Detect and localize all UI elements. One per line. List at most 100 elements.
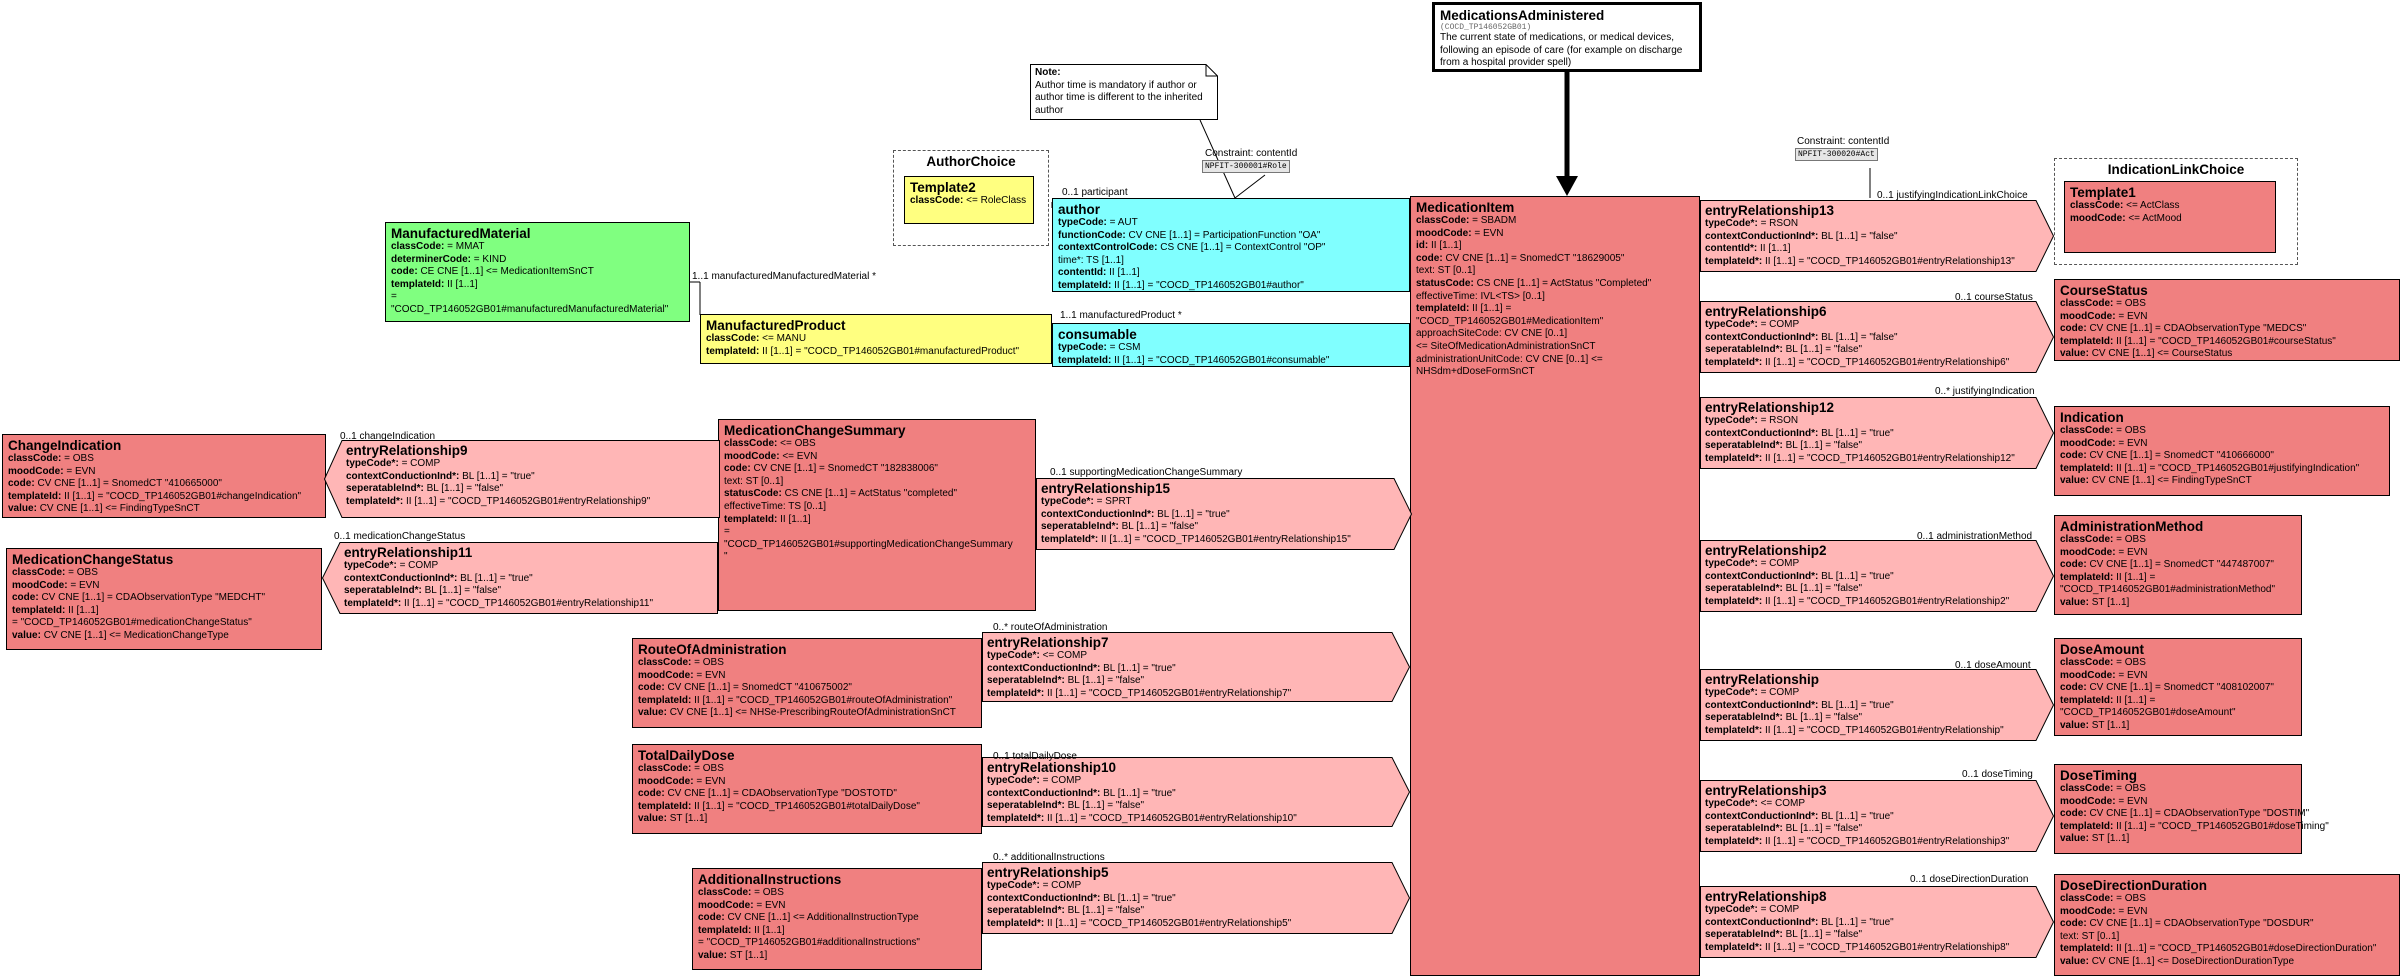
assoc-label-manufactured-product: 1..1 manufacturedProduct * (1060, 310, 1182, 321)
attribute-line: templateId: II [1..1] (698, 924, 785, 936)
attribute-line: "COCD_TP146052GB01#MedicationItem" (1416, 315, 1604, 327)
attribute-line: code: CV CNE [1..1] = CDAObservationType… (2060, 808, 2310, 820)
attribute-line: text: ST [0..1] (2060, 930, 2120, 942)
relationship-label: 0..1 administrationMethod (1917, 531, 2033, 542)
attribute-line: = "COCD_TP146052GB01#additionalInstructi… (698, 937, 920, 949)
indication-link-choice-title: IndicationLinkChoice (2107, 162, 2245, 177)
relationship-arrow-shape (982, 632, 1411, 702)
attribute-line: templateId: II [1..1] = "COCD_TP146052GB… (1058, 354, 1330, 366)
attribute-line: " (724, 551, 728, 563)
author-choice-group (893, 150, 1049, 246)
note-line: Author time is mandatory if author or (1035, 79, 1197, 91)
attribute-line: = "COCD_TP146052GB01#medicationChangeSta… (12, 617, 252, 629)
attribute-line: classCode: = OBS (12, 567, 98, 578)
relationship-title: entryRelationship (1705, 672, 1820, 687)
attribute-line: "COCD_TP146052GB01#administrationMethod" (2060, 584, 2275, 596)
attribute-line: templateId*: II [1..1] = "COCD_TP146052G… (1705, 835, 2010, 847)
relationship-title: entryRelationship3 (1705, 783, 1827, 798)
attribute-line: contextConductionInd*: BL [1..1] = "true… (344, 572, 533, 584)
relationship-title: entryRelationship15 (1041, 481, 1171, 496)
class-title: author (1058, 202, 1100, 217)
attribute-line: seperatableInd*: BL [1..1] = "false" (1705, 344, 1863, 356)
attribute-line: statusCode: CS CNE [1..1] = ActStatus "c… (724, 488, 958, 500)
attribute-line: templateId: II [1..1] = (2060, 694, 2156, 706)
attribute-line: NHSdm+dDoseFormSnCT (1416, 366, 1535, 378)
attribute-line: typeCode*: = COMP (987, 880, 1082, 891)
attribute-line: templateId*: II [1..1] = "COCD_TP146052G… (1705, 941, 2010, 953)
attribute-line: classCode: = OBS (2060, 783, 2146, 794)
class-title: AdditionalInstructions (698, 872, 842, 887)
relationship-arrow-shape (982, 757, 1411, 827)
attribute-line: contextConductionInd*: BL [1..1] = "true… (1705, 699, 1894, 711)
attribute-line: moodCode: = EVN (698, 899, 786, 911)
relationship-title: entryRelationship11 (344, 545, 473, 560)
attribute-line: classCode: = OBS (2060, 657, 2146, 668)
attribute-line: typeCode: = CSM (1058, 342, 1141, 353)
attribute-line: moodCode: = EVN (12, 579, 100, 591)
attribute-line: value: CV CNE [1..1] <= NHSe-Prescribing… (638, 707, 956, 719)
attribute-line: templateId: II [1..1] = "COCD_TP146052GB… (638, 694, 953, 706)
attribute-line: contextConductionInd*: BL [1..1] = "fals… (1705, 331, 1898, 343)
relationship-label: 0..* routeOfAdministration (993, 622, 1108, 633)
class-title: TotalDailyDose (638, 748, 735, 763)
attribute-line: classCode: <= MANU (706, 333, 807, 344)
attribute-line: classCode: <= RoleClass (910, 195, 1027, 206)
attribute-line: code: CV CNE [1..1] = SnomedCT "41066600… (2060, 450, 2274, 462)
relationship-label: 0..1 medicationChangeStatus (334, 531, 466, 542)
relationship-label: 0..1 changeIndication (340, 431, 436, 442)
attribute-line: templateId: II [1..1] (724, 513, 811, 525)
attribute-line: functionCode: CV CNE [1..1] = Participat… (1058, 229, 1321, 241)
class-title: MedicationItem (1416, 200, 1515, 215)
constraint-value: NPFIT-300001#Role (1202, 160, 1290, 173)
attribute-line: time*: TS [1..1] (1058, 254, 1124, 266)
class-title: ChangeIndication (8, 438, 122, 453)
attribute-line: contextConductionInd*: BL [1..1] = "true… (987, 892, 1176, 904)
attribute-line: contextConductionInd*: BL [1..1] = "true… (346, 470, 535, 482)
attribute-line: typeCode*: <= COMP (1705, 798, 1806, 809)
attribute-line: statusCode: CS CNE [1..1] = ActStatus "C… (1416, 277, 1652, 289)
attribute-line: moodCode: = EVN (2060, 669, 2148, 681)
relationship-label: 0..1 doseDirectionDuration (1910, 874, 2029, 885)
attribute-line: typeCode*: = COMP (1705, 687, 1800, 698)
assoc-label-participant: 0..1 participant (1062, 187, 1128, 198)
attribute-line: code: CE CNE [1..1] <= MedicationItemSnC… (391, 266, 594, 278)
attribute-line: value: CV CNE [1..1] <= FindingTypeSnCT (2060, 475, 2252, 487)
attribute-line: templateId*: II [1..1] = "COCD_TP146052G… (987, 917, 1292, 929)
class-title: AdministrationMethod (2060, 519, 2204, 534)
relationship-arrow-shape (1700, 669, 2055, 741)
attribute-line: seperatableInd*: BL [1..1] = "false" (1705, 712, 1863, 724)
attribute-line: typeCode*: = COMP (987, 775, 1082, 786)
attribute-line: templateId: II [1..1] (12, 604, 99, 616)
constraint-label: Constraint: contentId (1797, 136, 1890, 147)
relationship-title: entryRelationship13 (1705, 203, 1835, 218)
attribute-line: approachSiteCode: CV CNE [0..1] (1416, 328, 1568, 340)
class-title: Template2 (910, 180, 976, 195)
attribute-line: value: CV CNE [1..1] <= FindingTypeSnCT (8, 503, 200, 515)
relationship-arrow-shape (1700, 200, 2055, 272)
attribute-line: classCode: = MMAT (391, 241, 485, 252)
attribute-line: moodCode: = EVN (638, 669, 726, 681)
attribute-line: seperatableInd*: BL [1..1] = "false" (344, 585, 502, 597)
attribute-line: templateId*: II [1..1] = "COCD_TP146052G… (1705, 724, 2004, 736)
attribute-line: contextConductionInd*: BL [1..1] = "true… (1705, 427, 1894, 439)
attribute-line: id: II [1..1] (1416, 240, 1462, 252)
relationship-arrow-shape (321, 542, 718, 614)
attribute-line: moodCode: = EVN (2060, 546, 2148, 558)
class-title: ManufacturedMaterial (391, 226, 531, 241)
attribute-line: classCode: = SBADM (1416, 215, 1517, 226)
constraint-label: Constraint: contentId (1205, 148, 1298, 159)
attribute-line: "COCD_TP146052GB01#supportingMedicationC… (724, 538, 1013, 550)
attribute-line: code: CV CNE [1..1] = SnomedCT "44748700… (2060, 559, 2274, 571)
attribute-line: classCode: = OBS (8, 453, 94, 464)
attribute-line: typeCode*: = RSON (1705, 415, 1799, 426)
relationship-title: entryRelationship5 (987, 865, 1109, 880)
relationship-label: 0..1 totalDailyDose (993, 751, 1077, 762)
